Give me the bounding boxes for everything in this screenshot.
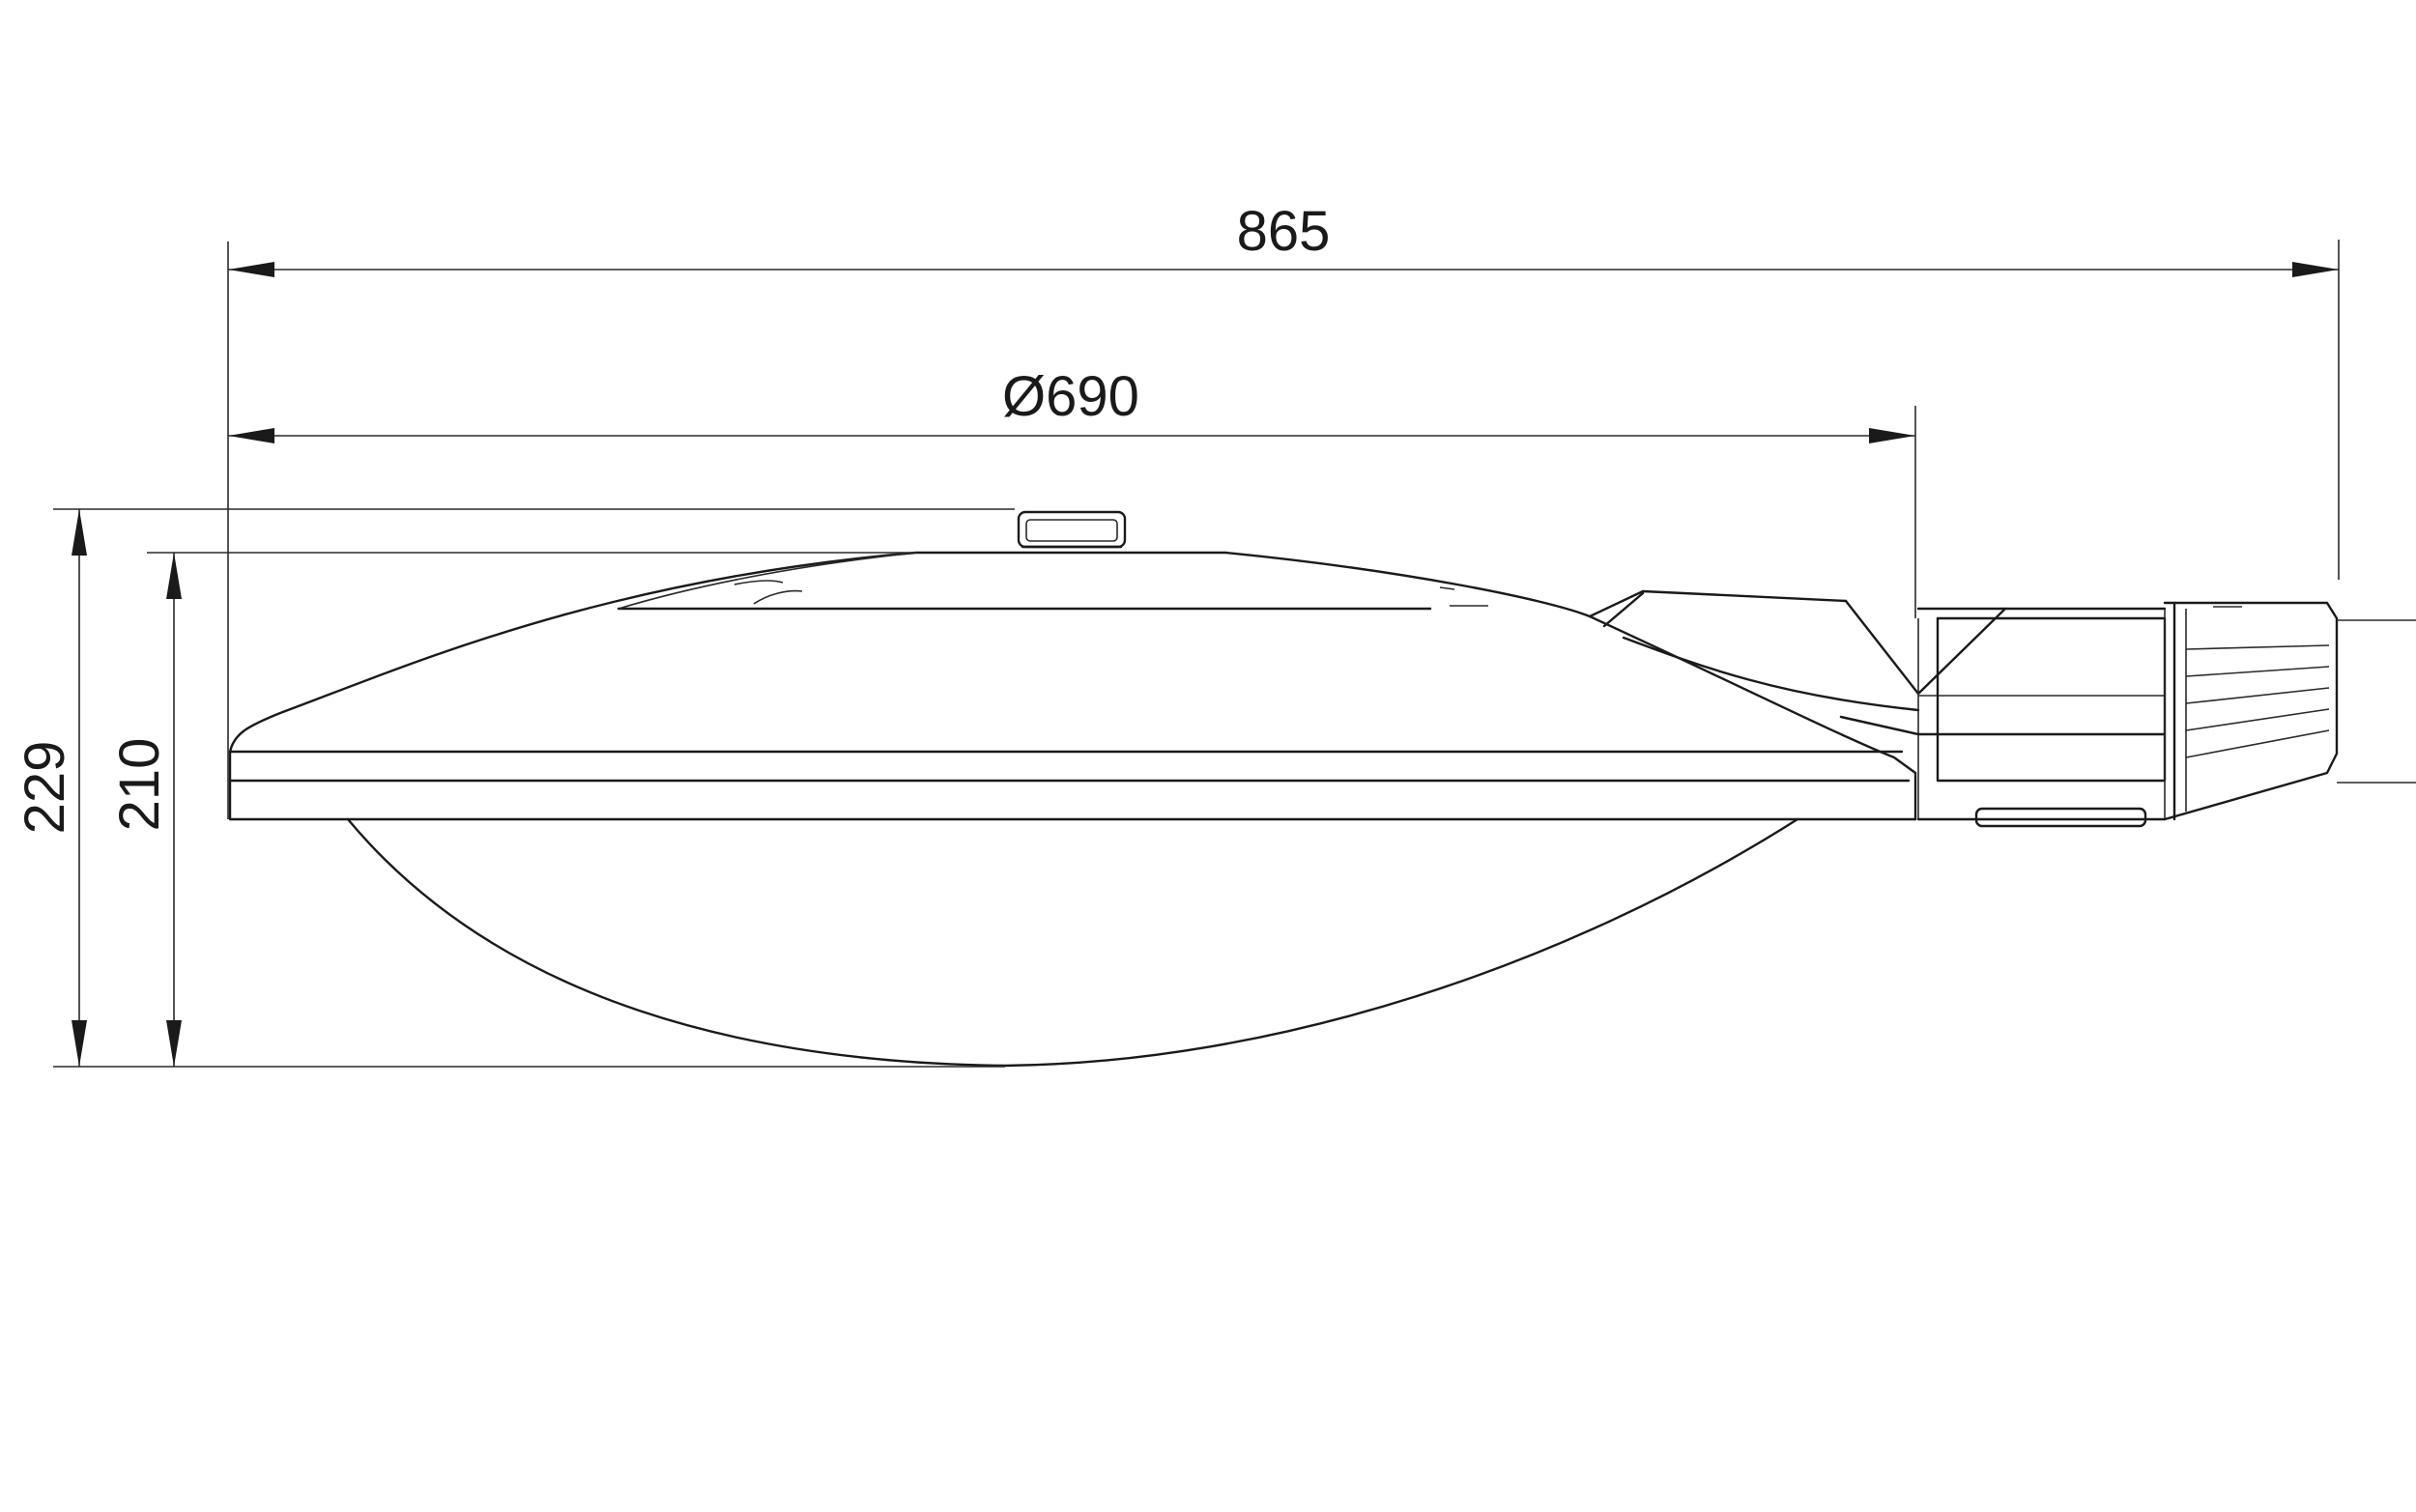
dimension-label-diameter: Ø690 bbox=[1002, 365, 1139, 428]
pole-stub bbox=[2337, 619, 2416, 784]
housing-base bbox=[228, 750, 1917, 821]
spigot-clamp bbox=[1916, 607, 2167, 828]
dimension-label-overall-length: 865 bbox=[1237, 200, 1331, 263]
dome-detail-right bbox=[1439, 586, 1488, 607]
dimension-total-height: 229 bbox=[14, 508, 1015, 1068]
cover-dome bbox=[228, 551, 1917, 821]
dimension-label-total-height: 229 bbox=[14, 741, 76, 835]
dome-detail-left bbox=[733, 580, 803, 605]
luminaire-body bbox=[228, 510, 2416, 1068]
dimension-overall-length: 865 bbox=[227, 200, 2340, 819]
lens-bowl bbox=[346, 817, 1799, 1068]
dimension-label-body-height: 210 bbox=[108, 738, 171, 832]
threaded-entry bbox=[2163, 601, 2339, 821]
spigot-neck bbox=[1588, 589, 2167, 819]
dimension-body-height: 210 bbox=[108, 552, 916, 1067]
cover-inner-curve bbox=[618, 552, 917, 610]
dimension-diameter: Ø690 bbox=[228, 365, 1916, 618]
top-sensor bbox=[1017, 510, 1127, 549]
